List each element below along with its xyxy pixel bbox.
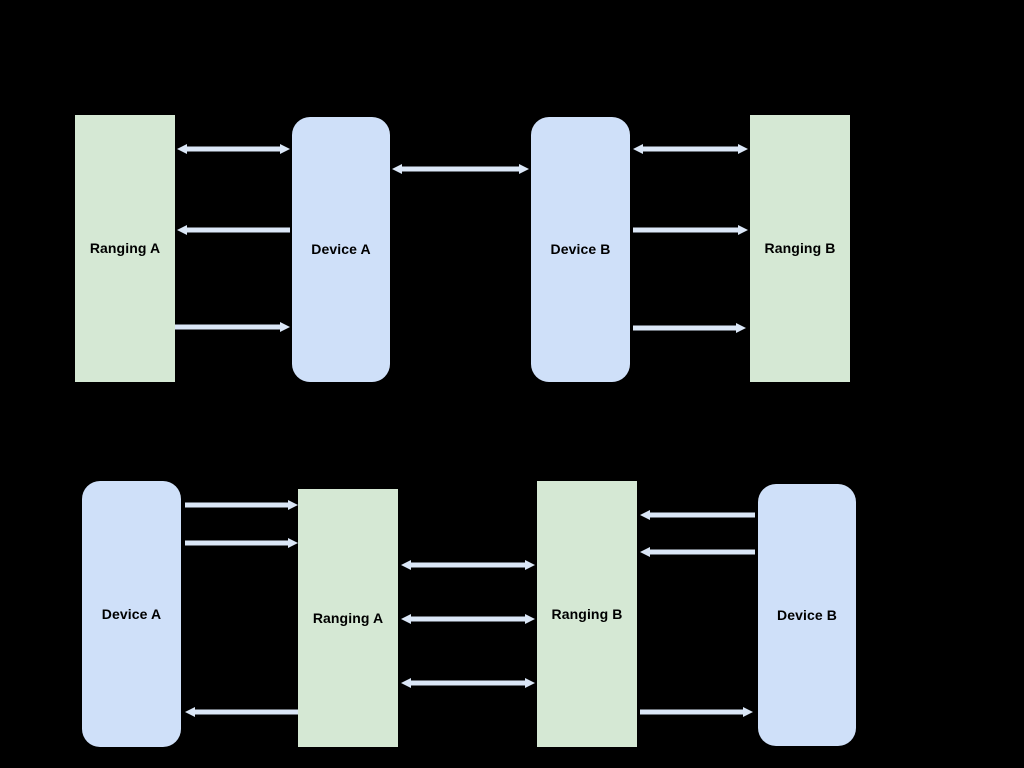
connector-arrow-left — [185, 705, 298, 719]
connector-arrow-both — [401, 612, 535, 626]
node-label: Ranging A — [89, 240, 161, 257]
node-bot-ranging-a[interactable]: Ranging A — [298, 489, 398, 747]
node-top-device-a[interactable]: Device A — [292, 117, 390, 382]
connector-arrow-right — [185, 536, 298, 550]
node-label: Device B — [550, 241, 611, 258]
node-top-ranging-a[interactable]: Ranging A — [75, 115, 175, 382]
connector-arrow-both — [401, 676, 535, 690]
connector-arrow-right — [185, 498, 298, 512]
node-label: Device B — [777, 606, 837, 623]
node-label: Device A — [311, 241, 371, 258]
node-label: Device A — [101, 605, 162, 622]
connector-arrow-left — [640, 508, 755, 522]
node-top-device-b[interactable]: Device B — [531, 117, 630, 382]
node-bot-device-a[interactable]: Device A — [82, 481, 181, 747]
connector-arrow-both — [401, 558, 535, 572]
node-bot-ranging-b[interactable]: Ranging B — [537, 481, 637, 747]
connector-arrow-left — [640, 545, 755, 559]
node-label: Ranging A — [312, 609, 384, 626]
node-bot-device-b[interactable]: Device B — [758, 484, 856, 746]
node-label: Ranging B — [764, 240, 836, 257]
connector-arrow-right — [640, 705, 753, 719]
node-label: Ranging B — [551, 605, 623, 622]
node-top-ranging-b[interactable]: Ranging B — [750, 115, 850, 382]
